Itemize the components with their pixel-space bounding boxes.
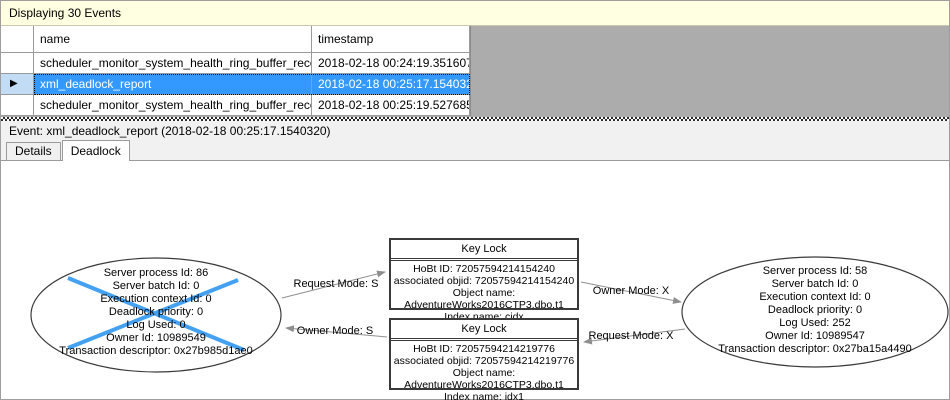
- edge-owner-s: [285, 325, 388, 338]
- row-indicator-cell: [1, 95, 34, 116]
- edge-label-request-x: Request Mode: X: [588, 330, 674, 342]
- grid-header-row: name timestamp: [1, 26, 470, 53]
- cell-timestamp[interactable]: 2018-02-18 00:25:17.1540320: [312, 74, 470, 95]
- grid-graph-splitter[interactable]: [1, 117, 949, 121]
- node-line: HoBt ID: 72057594214219776: [413, 343, 555, 355]
- node-line: Server batch Id: 0: [112, 280, 200, 292]
- events-grid: name timestamp scheduler_monitor_system_…: [1, 26, 471, 116]
- table-row[interactable]: scheduler_monitor_system_health_ring_buf…: [1, 95, 470, 116]
- edge-request-x: [583, 328, 686, 345]
- edge-label-request-s: Request Mode: S: [293, 278, 379, 290]
- node-line: Execution context Id: 0: [759, 291, 871, 303]
- edge-label-owner-x: Owner Mode: X: [592, 285, 670, 297]
- node-line: associated objid: 72057594214219776: [393, 355, 575, 367]
- node-line: Index name: idx1: [444, 391, 524, 400]
- cell-timestamp[interactable]: 2018-02-18 00:24:19.3516078: [312, 53, 470, 74]
- events-count-bar: Displaying 30 Events: [1, 1, 949, 26]
- cell-name[interactable]: xml_deadlock_report: [34, 74, 312, 95]
- node-line: Deadlock priority: 0: [767, 304, 863, 316]
- edge-request-s: [281, 270, 386, 299]
- row-indicator-cell: ▶: [1, 74, 34, 95]
- node-line: Server batch Id: 0: [771, 278, 859, 290]
- node-line: Execution context Id: 0: [100, 293, 212, 305]
- winner-process-ellipse[interactable]: [681, 256, 949, 368]
- row-indicator-header-cell: [1, 26, 34, 53]
- cell-name[interactable]: scheduler_monitor_system_health_ring_buf…: [34, 53, 312, 74]
- selected-event-label: Event: xml_deadlock_report (2018-02-18 0…: [1, 121, 949, 141]
- node-line: Transaction descriptor: 0x27ba15a4490: [718, 343, 912, 355]
- node-line: Object name: AdventureWorks2016CTP3.dbo.…: [404, 287, 564, 311]
- deadlock-graph-panel: Server process Id: 86 Server batch Id: 0…: [1, 161, 949, 400]
- node-line: Log Used: 0: [126, 319, 186, 331]
- column-header-name[interactable]: name: [34, 26, 312, 53]
- victim-x-icon: [67, 278, 239, 350]
- table-row-selected[interactable]: ▶ xml_deadlock_report 2018-02-18 00:25:1…: [1, 74, 470, 95]
- table-row[interactable]: scheduler_monitor_system_health_ring_buf…: [1, 53, 470, 74]
- victim-process-ellipse[interactable]: [30, 257, 282, 373]
- node-line: Owner Id: 10989547: [765, 330, 865, 342]
- deadlock-edges-layer: [30, 256, 949, 373]
- node-line: Transaction descriptor: 0x27b985d1ae0: [59, 345, 253, 357]
- lock-body: HoBt ID: 72057594214219776 associated ob…: [391, 340, 577, 400]
- node-line: HoBt ID: 72057594214154240: [413, 263, 555, 275]
- current-row-arrow-icon: ▶: [10, 78, 18, 89]
- node-line: associated objid: 72057594214154240: [393, 275, 575, 287]
- key-lock-node-bottom[interactable]: Key Lock HoBt ID: 72057594214219776 asso…: [389, 318, 579, 400]
- row-indicator-cell: [1, 53, 34, 74]
- edge-owner-x: [580, 281, 682, 304]
- node-line: Log Used: 252: [779, 317, 851, 329]
- lock-title: Key Lock: [391, 320, 577, 339]
- tab-details[interactable]: Details: [6, 142, 61, 160]
- events-grid-area: name timestamp scheduler_monitor_system_…: [1, 26, 949, 117]
- lock-body: HoBt ID: 72057594214154240 associated ob…: [391, 260, 577, 326]
- event-detail-tabs: Details Deadlock: [1, 140, 949, 161]
- victim-process-text: Server process Id: 86 Server batch Id: 0…: [31, 267, 281, 358]
- edge-label-owner-s: Owner Mode: S: [296, 325, 374, 337]
- tab-deadlock[interactable]: Deadlock: [61, 140, 130, 161]
- column-header-timestamp[interactable]: timestamp: [312, 26, 470, 53]
- winner-process-text: Server process Id: 58 Server batch Id: 0…: [682, 265, 948, 356]
- cell-name[interactable]: scheduler_monitor_system_health_ring_buf…: [34, 95, 312, 116]
- node-line: Deadlock priority: 0: [108, 306, 204, 318]
- key-lock-node-top[interactable]: Key Lock HoBt ID: 72057594214154240 asso…: [389, 238, 579, 323]
- lock-title: Key Lock: [391, 240, 577, 259]
- node-line: Owner Id: 10989549: [106, 332, 206, 344]
- node-line: Server process Id: 86: [103, 267, 209, 279]
- node-line: Server process Id: 58: [762, 265, 868, 277]
- cell-timestamp[interactable]: 2018-02-18 00:25:19.5276859: [312, 95, 470, 116]
- node-line: Object name: AdventureWorks2016CTP3.dbo.…: [404, 367, 564, 391]
